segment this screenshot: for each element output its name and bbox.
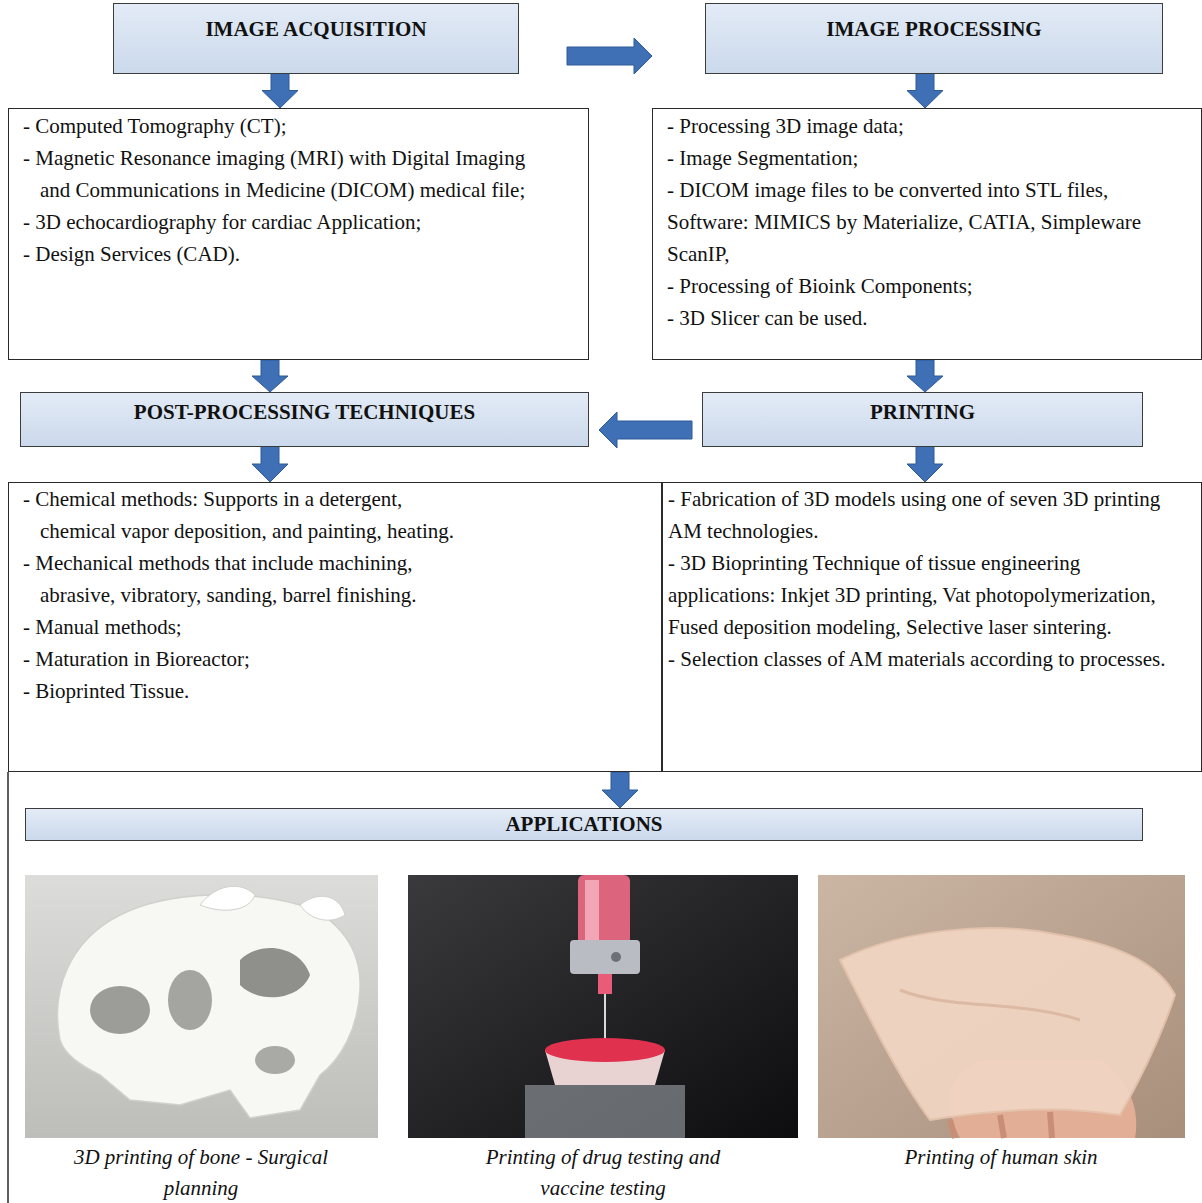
item-list-box: - Fabrication of 3D models using one of …	[662, 482, 1202, 772]
header-text: IMAGE ACQUISITION	[114, 16, 518, 42]
stage-header: POST-PROCESSING TECHNIQUES	[20, 392, 589, 447]
stage-header: IMAGE ACQUISITION	[113, 3, 519, 74]
block-arrow	[262, 73, 298, 108]
list-item-text: - Processing 3D image data;	[667, 110, 1191, 142]
list-item-text: - Manual methods;	[23, 611, 471, 643]
image-caption: Printing of human skin	[821, 1142, 1181, 1173]
bone-model-photo	[25, 875, 378, 1138]
list-item-text: - Processing of Bioink Components;	[667, 270, 1191, 302]
list-item-text: - Image Segmentation;	[667, 142, 1191, 174]
block-arrow	[599, 412, 692, 448]
list-item-text: - Selection classes of AM materials acco…	[668, 643, 1191, 675]
item-list-box: - Chemical methods: Supports in a deterg…	[8, 482, 662, 772]
header-text: IMAGE PROCESSING	[706, 16, 1162, 42]
list-item-text: - Fabrication of 3D models using one of …	[668, 483, 1191, 547]
image-caption: 3D printing of bone - Surgical planning	[71, 1142, 331, 1203]
block-arrow	[252, 360, 288, 392]
block-arrow	[252, 446, 288, 482]
header-text: POST-PROCESSING TECHNIQUES	[21, 399, 588, 425]
block-arrow	[907, 73, 943, 108]
list-item-text: - 3D Slicer can be used.	[667, 302, 1191, 334]
skin-photo	[818, 875, 1185, 1138]
block-arrow	[907, 446, 943, 482]
bioprinter-photo	[408, 875, 798, 1138]
item-list-box: - Computed Tomography (CT);- Magnetic Re…	[8, 108, 589, 360]
list-item-text: - Bioprinted Tissue.	[23, 675, 471, 707]
header-text: APPLICATIONS	[26, 811, 1142, 837]
list-item-text: - Chemical methods: Supports in a deterg…	[23, 483, 471, 547]
stage-header: PRINTING	[702, 392, 1143, 447]
image-caption: Printing of drug testing and vaccine tes…	[458, 1142, 748, 1203]
list-item-text: - Magnetic Resonance imaging (MRI) with …	[23, 142, 548, 206]
list-item-text: - Maturation in Bioreactor;	[23, 643, 471, 675]
list-item-text: - 3D Bioprinting Technique of tissue eng…	[668, 547, 1191, 643]
block-arrow	[907, 360, 943, 392]
list-item-text: - Design Services (CAD).	[23, 238, 548, 270]
frame-line	[7, 772, 9, 1203]
item-list-box: - Processing 3D image data;- Image Segme…	[652, 108, 1202, 360]
section-header: APPLICATIONS	[25, 808, 1143, 841]
list-item-text: - 3D echocardiography for cardiac Applic…	[23, 206, 548, 238]
block-arrow	[567, 38, 652, 74]
header-text: PRINTING	[703, 399, 1142, 425]
block-arrow	[602, 772, 638, 808]
list-item-text: - Computed Tomography (CT);	[23, 110, 548, 142]
list-item-text: - DICOM image files to be converted into…	[667, 174, 1191, 270]
list-item-text: - Mechanical methods that include machin…	[23, 547, 471, 611]
stage-header: IMAGE PROCESSING	[705, 3, 1163, 74]
